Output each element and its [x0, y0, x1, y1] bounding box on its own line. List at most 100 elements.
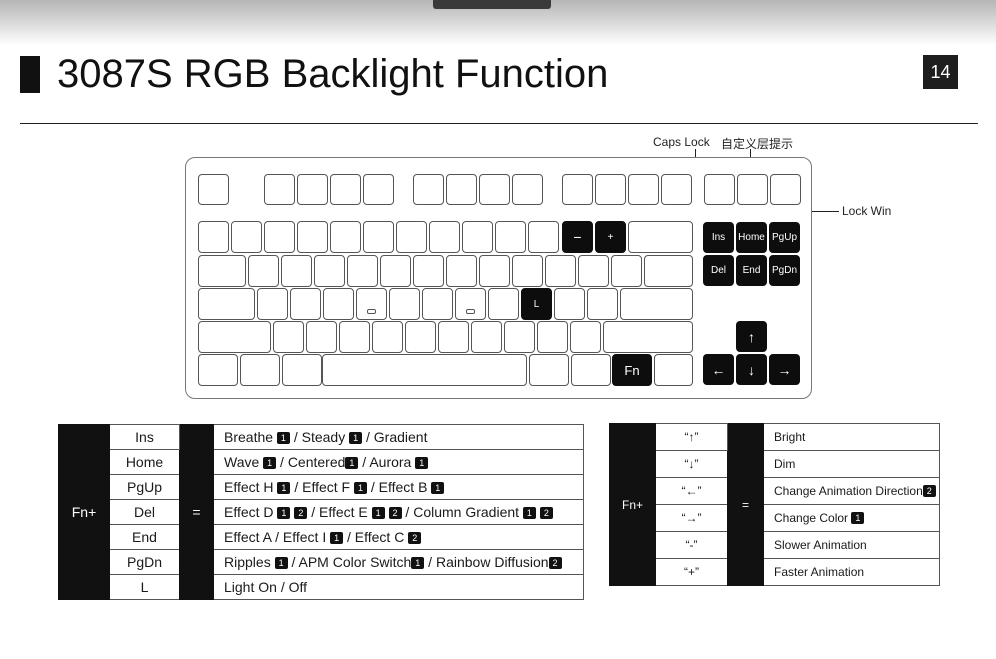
right-table-key-cell: “←”: [655, 477, 728, 505]
title-divider: [20, 123, 978, 124]
number-badge: 1: [276, 432, 290, 444]
key: [571, 354, 611, 386]
key-symbol: ←: [703, 354, 734, 385]
key: [438, 321, 469, 353]
key: [389, 288, 420, 320]
key: [504, 321, 535, 353]
key: [654, 354, 693, 386]
page-number: 14: [923, 55, 958, 89]
key: [282, 354, 322, 386]
key: [455, 288, 486, 320]
right-table-key-cell: “-”: [655, 531, 728, 559]
number-badge: 1: [353, 482, 367, 494]
key-pgup: PgUp: [769, 222, 800, 253]
key: [322, 354, 527, 386]
key: [363, 174, 394, 205]
page-title: 3087S RGB Backlight Function: [57, 52, 609, 96]
number-badge: 2: [408, 532, 422, 544]
key: [587, 288, 618, 320]
lock-win-callout: Lock Win: [842, 204, 892, 218]
key: [363, 221, 394, 253]
left-table-desc-cell: Effect A / Effect I 1 / Effect C 2: [213, 524, 584, 550]
left-table-row: L Light On / Off: [59, 574, 584, 600]
number-badge: 1: [345, 457, 359, 469]
right-table-desc-cell: Change Color 1: [763, 504, 940, 532]
number-badge: 2: [294, 507, 308, 519]
number-badge: 1: [349, 432, 363, 444]
caps-lock-callout: Caps Lock: [653, 135, 710, 149]
key-symbol: →: [769, 354, 800, 385]
key: [372, 321, 403, 353]
right-table-desc-cell: Dim: [763, 450, 940, 478]
right-table-row: “↓” Dim: [610, 450, 940, 478]
right-table-row: “+” Faster Animation: [610, 558, 940, 586]
key: [488, 288, 519, 320]
custom-layer-callout: 自定义层提示: [721, 137, 794, 151]
key: [198, 255, 246, 287]
key-del: Del: [703, 255, 734, 286]
right-table-fn-label: Fn+: [609, 423, 656, 586]
homing-bump: [367, 309, 376, 314]
key: [628, 174, 659, 205]
number-badge: 1: [411, 557, 425, 569]
key: [603, 321, 693, 353]
key-home: Home: [736, 222, 767, 253]
key: [264, 174, 295, 205]
key: [297, 221, 328, 253]
right-table-row: “→”Change Color 1: [610, 504, 940, 532]
key: [578, 255, 609, 287]
key: [231, 221, 262, 253]
key: [704, 174, 735, 205]
key: [570, 321, 601, 353]
key: [479, 174, 510, 205]
number-badge: 1: [277, 482, 291, 494]
key-end: End: [736, 255, 767, 286]
key: [737, 174, 768, 205]
key: [595, 174, 626, 205]
number-badge: 1: [330, 532, 344, 544]
left-table-key-cell: End: [109, 524, 180, 550]
key: [644, 255, 693, 287]
key-pgdn: PgDn: [769, 255, 800, 286]
key: [198, 321, 271, 353]
key: [545, 255, 576, 287]
number-badge: 1: [371, 507, 385, 519]
key-symbol: −: [562, 221, 593, 253]
key: [529, 354, 569, 386]
left-table-key-cell: PgDn: [109, 549, 180, 575]
key: [611, 255, 642, 287]
key: [198, 354, 238, 386]
key: [554, 288, 585, 320]
left-table-desc-cell: Effect H 1 / Effect F 1 / Effect B 1: [213, 474, 584, 500]
right-table-key-cell: “↓”: [655, 450, 728, 478]
right-table-desc-cell: Faster Animation: [763, 558, 940, 586]
number-badge: 2: [539, 507, 553, 519]
number-badge: 2: [548, 557, 562, 569]
number-badge: 1: [277, 507, 291, 519]
right-table-key-cell: “+”: [655, 558, 728, 586]
key: [528, 221, 559, 253]
key: [770, 174, 801, 205]
right-table-desc-cell: Bright: [763, 423, 940, 451]
left-table-row: End Effect A / Effect I 1 / Effect C 2: [59, 524, 584, 550]
key: [429, 221, 460, 253]
key: [471, 321, 502, 353]
left-table-key-cell: L: [109, 574, 180, 600]
key: [495, 221, 526, 253]
right-table-key-cell: “↑”: [655, 423, 728, 451]
left-table-desc-cell: Effect D 1 2 / Effect E 1 2 / Column Gra…: [213, 499, 584, 525]
number-badge: 1: [415, 457, 429, 469]
key: [339, 321, 370, 353]
key: [620, 288, 693, 320]
key: [314, 255, 345, 287]
key-symbol: ↓: [736, 354, 767, 385]
left-table-desc-cell: Light On / Off: [213, 574, 584, 600]
key-fn: Fn: [612, 354, 652, 386]
key: [537, 321, 568, 353]
